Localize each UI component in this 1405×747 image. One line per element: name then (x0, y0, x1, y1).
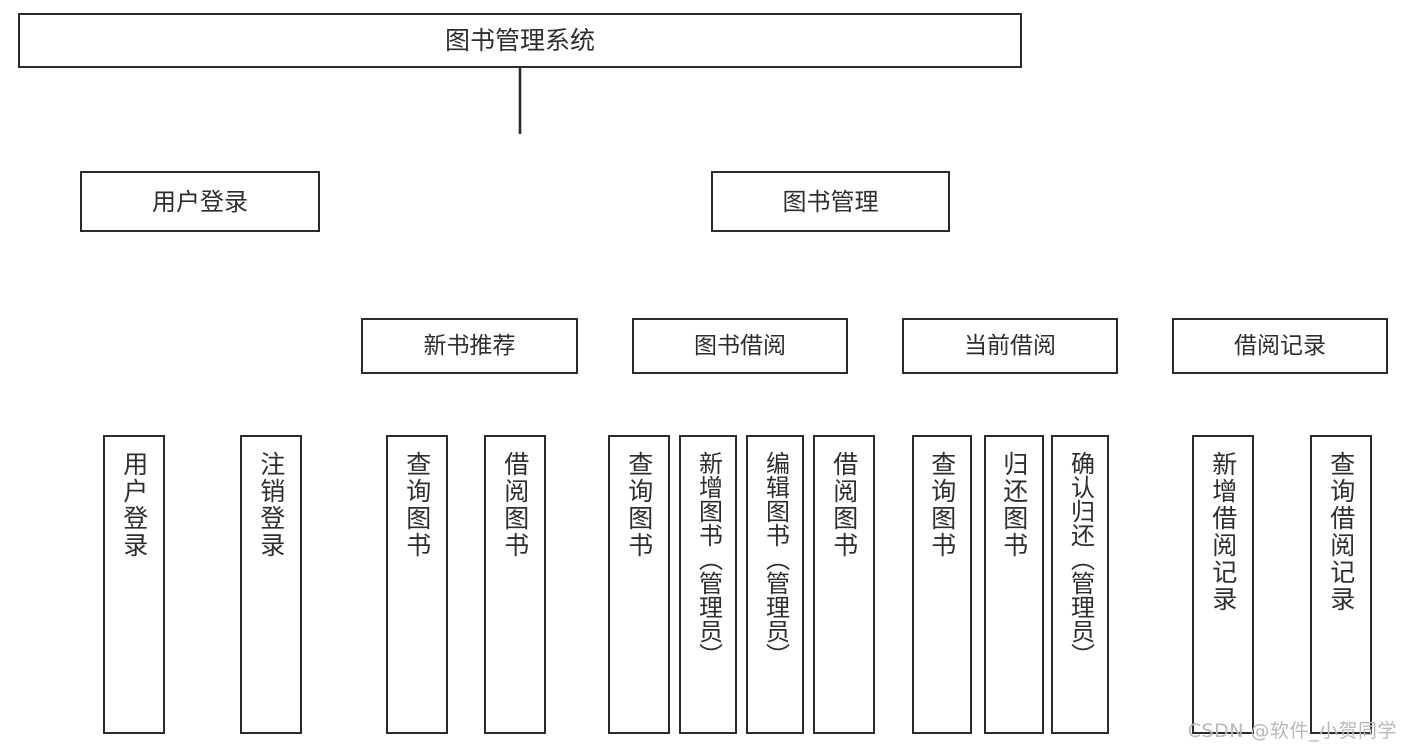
node-label: 图书管理系统 (444, 26, 595, 55)
node-label: 归还图书 (999, 451, 1029, 559)
node-leaf-add-book[interactable]: 新增图书（管理员） (679, 435, 737, 734)
node-book-borrow[interactable]: 图书借阅 (632, 318, 848, 374)
csdn-watermark: CSDN @软件_小贺同学 (1187, 720, 1397, 742)
node-leaf-query-book-2[interactable]: 查询图书 (608, 435, 670, 734)
node-leaf-return-book[interactable]: 归还图书 (984, 435, 1044, 734)
node-label: 注销登录 (256, 451, 286, 559)
node-leaf-add-record[interactable]: 新增借阅记录 (1192, 435, 1254, 734)
node-label: 查询图书 (927, 451, 957, 559)
node-new-book-rec[interactable]: 新书推荐 (361, 318, 578, 374)
node-label: 编辑图书（管理员） (761, 451, 790, 667)
node-root[interactable]: 图书管理系统 (18, 13, 1022, 68)
node-label: 确认归还（管理员） (1066, 451, 1095, 667)
node-label: 图书借阅 (694, 332, 786, 359)
node-leaf-query-record[interactable]: 查询借阅记录 (1310, 435, 1372, 734)
node-leaf-borrow-book-1[interactable]: 借阅图书 (484, 435, 546, 734)
node-leaf-query-book-1[interactable]: 查询图书 (386, 435, 448, 734)
node-label: 查询借阅记录 (1326, 451, 1356, 613)
node-label: 当前借阅 (964, 332, 1056, 359)
node-current-borrow[interactable]: 当前借阅 (902, 318, 1118, 374)
node-label: 借阅图书 (500, 451, 530, 559)
node-label: 借阅记录 (1234, 332, 1326, 359)
node-borrow-record[interactable]: 借阅记录 (1172, 318, 1388, 374)
node-leaf-edit-book[interactable]: 编辑图书（管理员） (746, 435, 804, 734)
node-label: 图书管理 (782, 187, 879, 216)
node-label: 新增图书（管理员） (694, 451, 723, 667)
node-leaf-confirm-return[interactable]: 确认归还（管理员） (1051, 435, 1109, 734)
node-label: 用户登录 (152, 187, 248, 216)
node-leaf-query-book-3[interactable]: 查询图书 (912, 435, 972, 734)
node-label: 新书推荐 (423, 332, 516, 359)
node-label: 新增借阅记录 (1208, 451, 1238, 613)
node-label: 查询图书 (402, 451, 432, 559)
node-leaf-borrow-book-2[interactable]: 借阅图书 (813, 435, 875, 734)
node-label: 用户登录 (119, 451, 149, 559)
node-leaf-user-login[interactable]: 用户登录 (103, 435, 165, 734)
node-book-manage[interactable]: 图书管理 (711, 171, 950, 232)
node-label: 借阅图书 (829, 451, 859, 559)
node-leaf-user-logout[interactable]: 注销登录 (240, 435, 302, 734)
node-label: 查询图书 (624, 451, 654, 559)
node-user-login[interactable]: 用户登录 (80, 171, 320, 232)
